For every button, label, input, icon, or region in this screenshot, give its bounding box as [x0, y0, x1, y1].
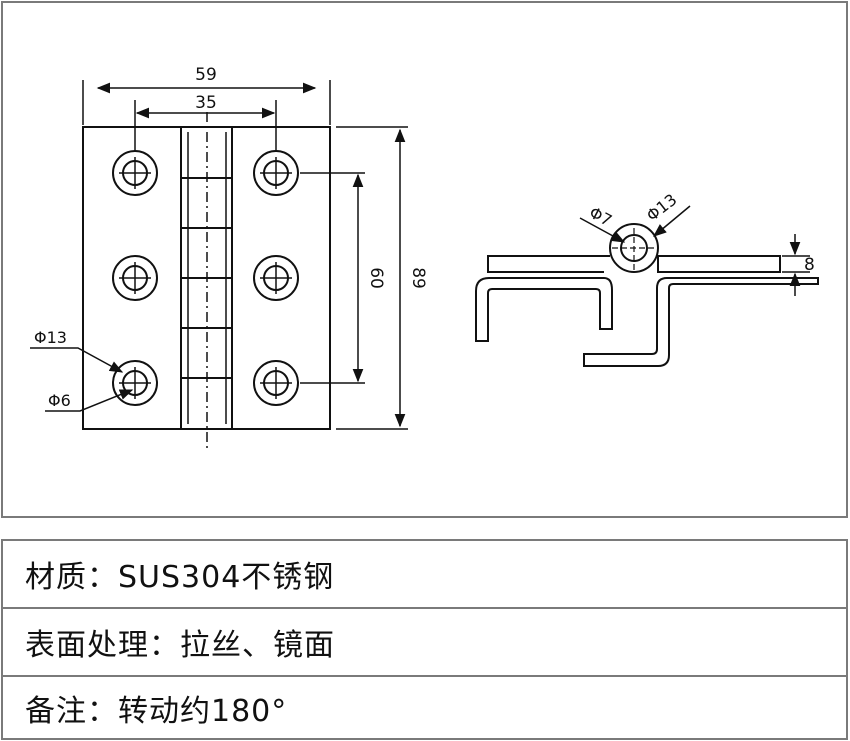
- dim-label-89: 89: [408, 267, 428, 289]
- screw-hole: [112, 360, 158, 406]
- spec-row-remark: 备注：转动约180°: [3, 677, 846, 738]
- knuckle-outer: [609, 223, 659, 273]
- leader-hole: [45, 389, 134, 412]
- screw-hole: [253, 150, 299, 196]
- screw-hole: [112, 150, 158, 196]
- screw-hole: [253, 255, 299, 301]
- leader-counterbore: [30, 347, 124, 373]
- upper-leaf-right: [657, 255, 781, 273]
- spec-row-material: 材质：SUS304不锈钢: [3, 541, 846, 607]
- spec-value: 拉丝、镜面: [180, 628, 335, 663]
- dim-label-35: 35: [195, 93, 217, 113]
- upper-leaf-left: [487, 255, 610, 273]
- dim-label-thickness: 8: [804, 255, 815, 275]
- spec-value: 转动约180°: [118, 693, 288, 729]
- spec-label: 备注：: [25, 693, 118, 729]
- spec-row-surface: 表面处理：拉丝、镜面: [3, 609, 846, 675]
- technical-drawing-panel: [1, 1, 848, 518]
- screw-hole: [112, 255, 158, 301]
- front-view: [30, 80, 408, 448]
- screw-hole: [253, 360, 299, 406]
- spec-label: 材质：: [25, 560, 118, 595]
- dim-label-59: 59: [195, 65, 217, 85]
- spec-table: 材质：SUS304不锈钢 表面处理：拉丝、镜面 备注：转动约180°: [1, 539, 848, 740]
- spec-label: 表面处理：: [25, 628, 180, 663]
- row-divider: [3, 607, 846, 609]
- dim-label-counterbore: Φ13: [34, 328, 67, 347]
- dim-label-knuckle: Φ13: [643, 190, 681, 225]
- dim-label-pin: Φ7: [586, 203, 615, 230]
- dim-label-60: 60: [366, 267, 386, 289]
- leader-pin: [579, 217, 626, 243]
- bent-leaf-left: [475, 277, 613, 342]
- row-divider: [3, 675, 846, 677]
- dim-label-hole: Φ6: [48, 391, 71, 410]
- leader-knuckle: [652, 205, 691, 237]
- side-view: [475, 205, 819, 367]
- bent-leaf-right: [583, 277, 819, 367]
- spec-value: SUS304不锈钢: [118, 560, 335, 595]
